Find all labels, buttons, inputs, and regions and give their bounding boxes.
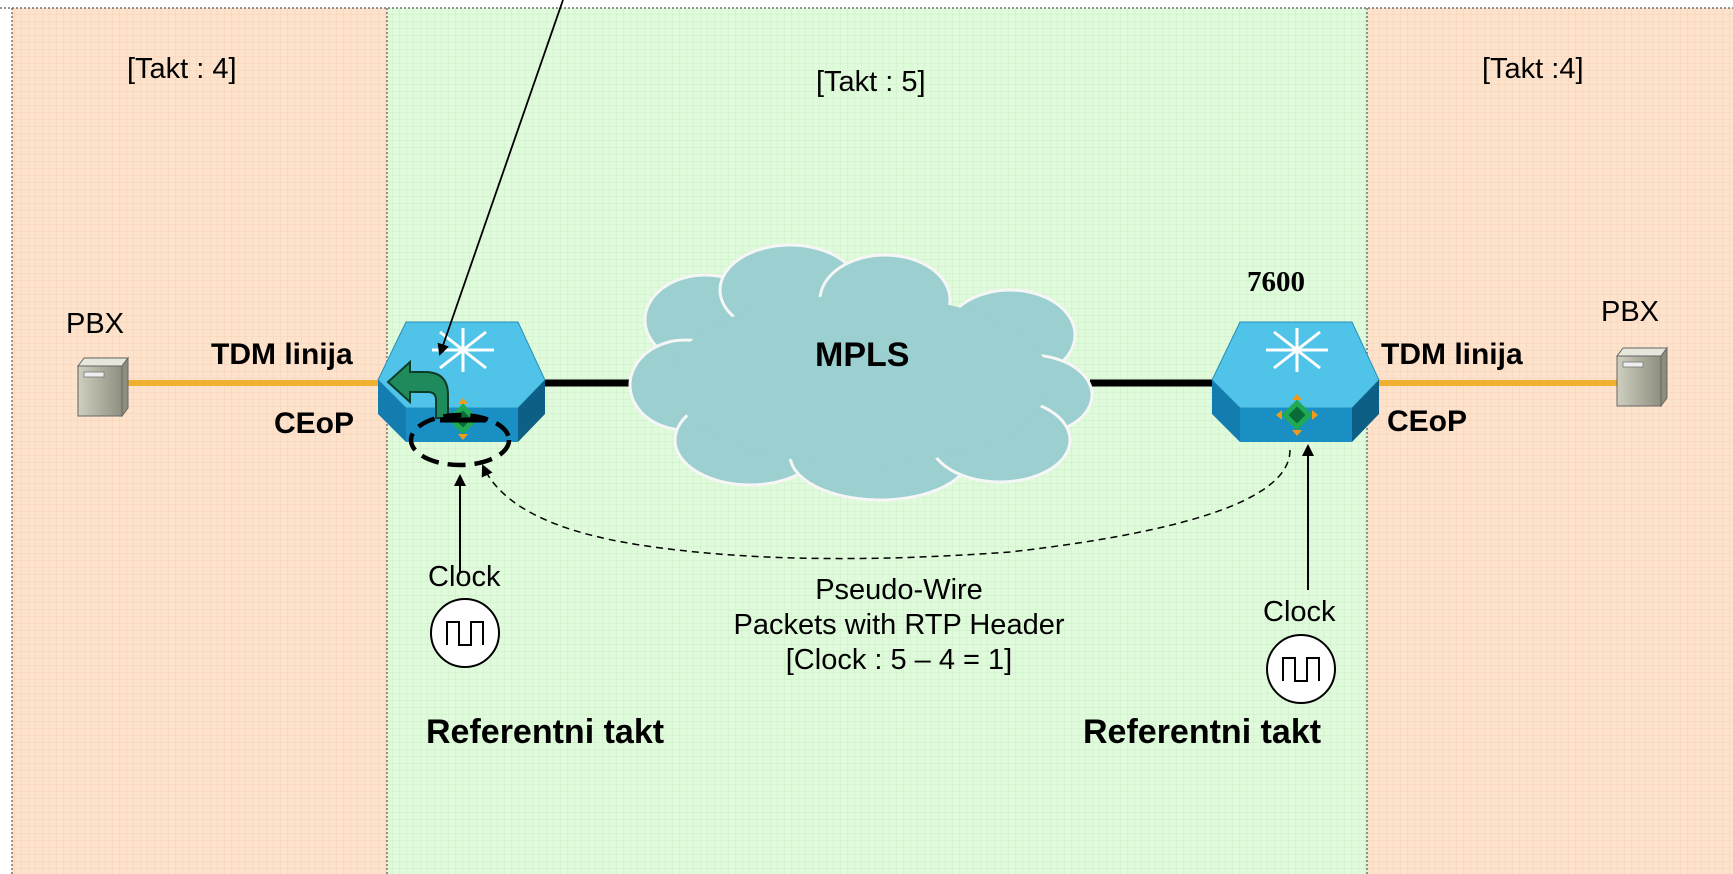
right-reference-label: Referentni takt	[1083, 713, 1322, 751]
left-pbx-label: PBX	[66, 308, 125, 340]
server-icon	[77, 356, 129, 418]
right-pbx-label: PBX	[1601, 296, 1660, 328]
clock-recovery-arrow-icon	[386, 359, 486, 423]
left-tdm-label: TDM linija	[211, 338, 353, 371]
left-reference-label: Referentni takt	[426, 713, 665, 751]
pseudowire-curve	[481, 449, 1291, 560]
middle-takt-label: [Takt : 5]	[816, 66, 926, 98]
pseudowire-line-1: Pseudo-Wire	[815, 574, 983, 606]
pseudowire-line-2: Packets with RTP Header	[733, 609, 1065, 641]
router-icon	[1211, 321, 1380, 442]
cloud-core	[670, 295, 1050, 465]
right-tdm-label: TDM linija	[1381, 338, 1523, 371]
left-zone	[12, 8, 387, 874]
pointer-arrow	[437, 0, 564, 356]
left-clock-label: Clock	[428, 561, 501, 593]
router-model-label: 7600	[1247, 266, 1305, 298]
right-takt-label: [Takt :4]	[1482, 53, 1584, 85]
mpls-label: MPLS	[815, 336, 910, 374]
pseudowire-line-3: [Clock : 5 – 4 = 1]	[785, 644, 1013, 676]
right-clock-label: Clock	[1263, 596, 1336, 628]
left-takt-label: [Takt : 4]	[127, 53, 237, 85]
clock-icon	[1266, 634, 1336, 704]
clock-recovery-zone	[408, 412, 512, 468]
right-ceop-label: CEoP	[1387, 405, 1468, 438]
clock-icon	[430, 598, 500, 668]
server-icon	[1616, 346, 1668, 408]
left-ceop-label: CEoP	[274, 407, 355, 440]
right-zone	[1367, 8, 1733, 874]
